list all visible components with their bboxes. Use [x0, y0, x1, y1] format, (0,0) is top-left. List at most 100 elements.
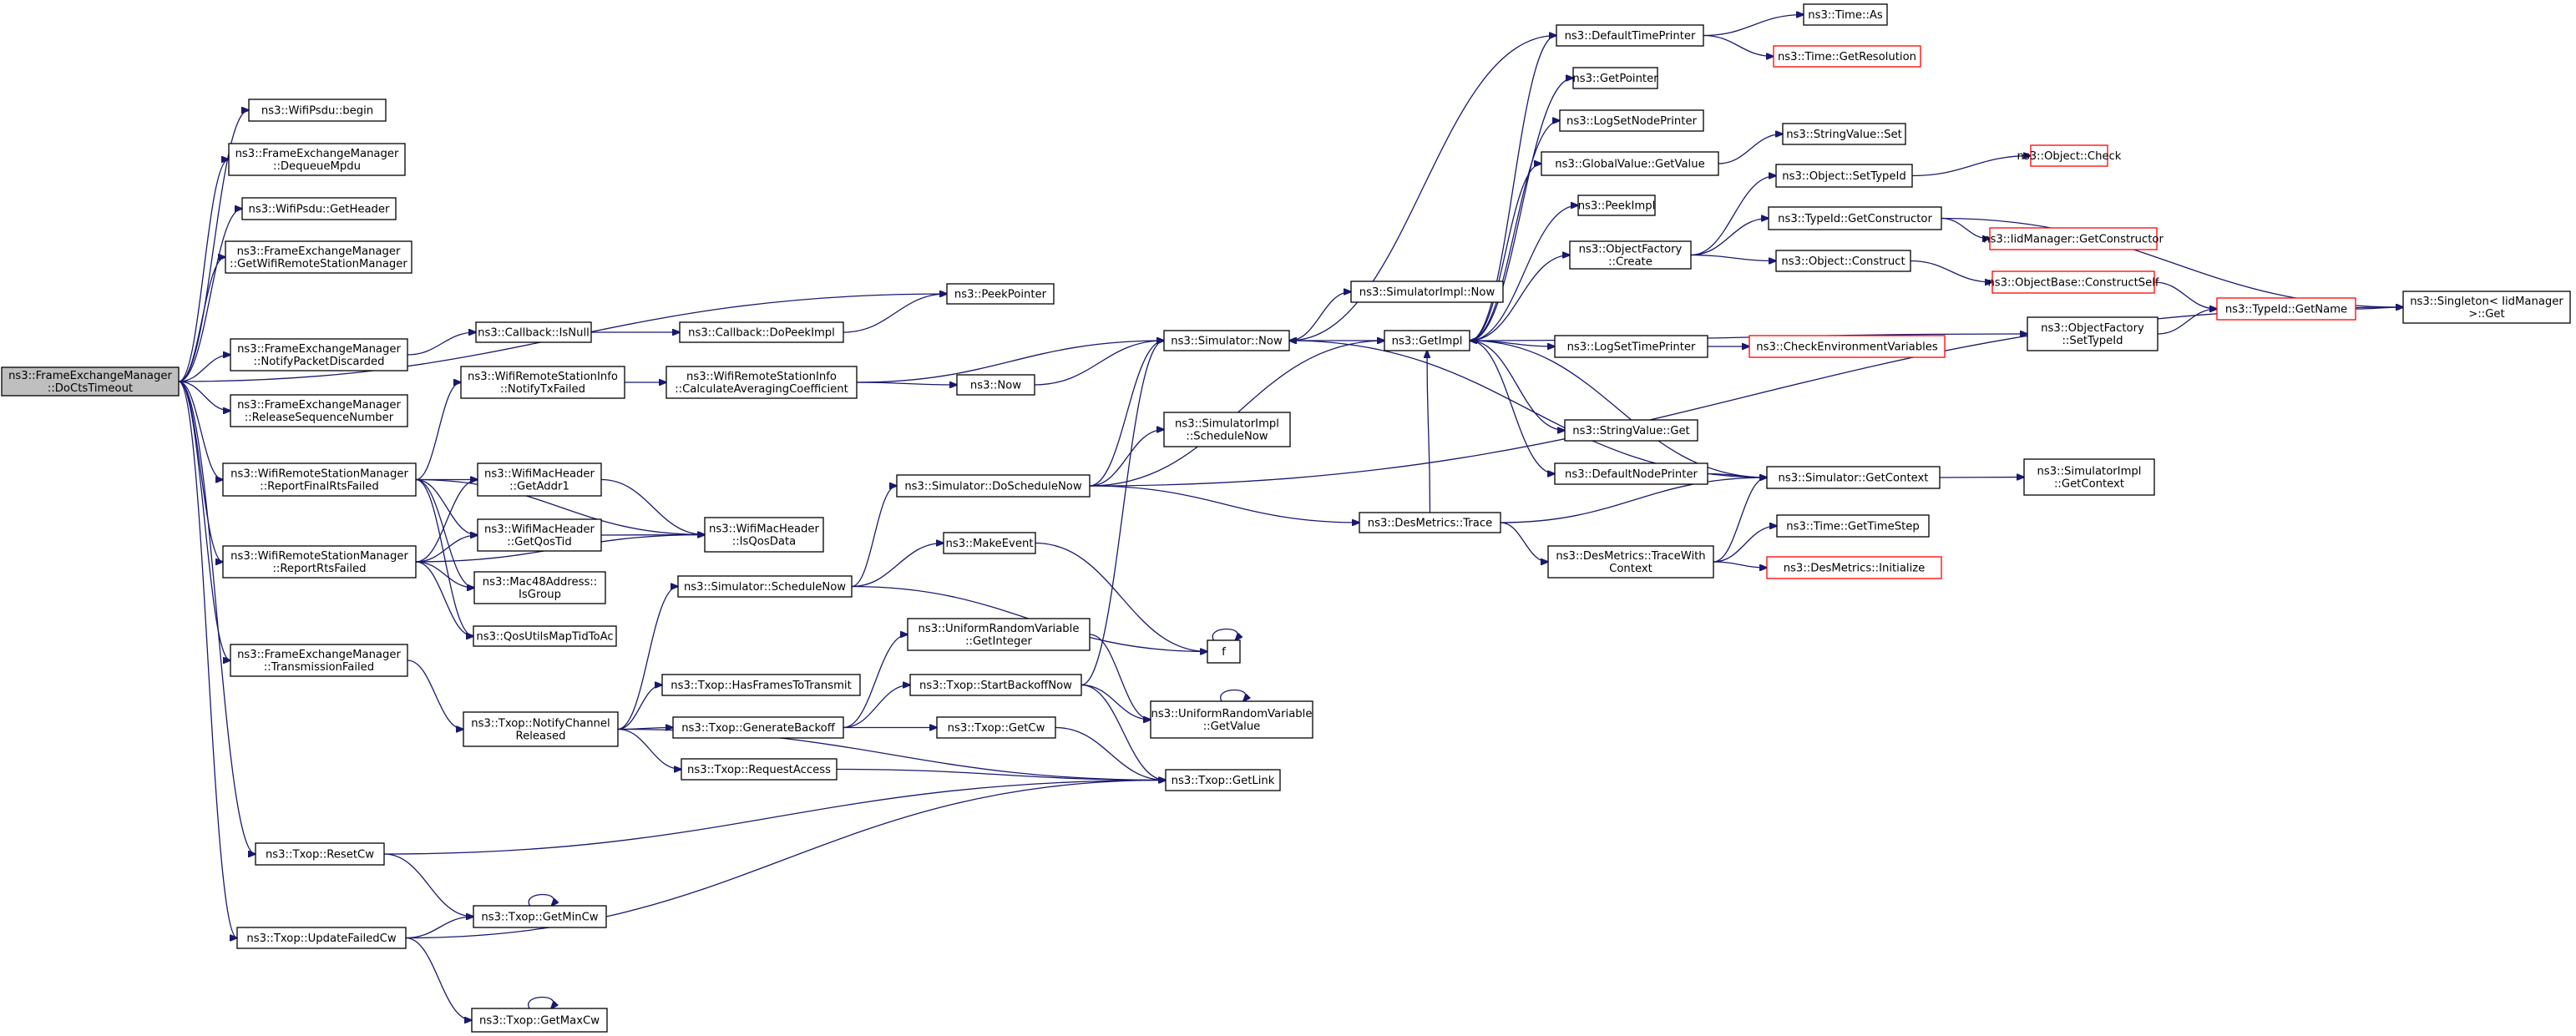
call-graph-node[interactable]: ns3::FrameExchangeManager::NotifyPacketD… [230, 338, 408, 371]
node-box [228, 143, 406, 176]
node-label: ::GetQosTid [507, 536, 571, 548]
call-graph-node[interactable]: ns3::Callback::DoPeekImpl [679, 321, 844, 343]
call-graph-node[interactable]: ns3::FrameExchangeManager::TransmissionF… [230, 644, 408, 677]
call-graph-node[interactable]: ns3::StringValue::Get [1564, 419, 1698, 442]
call-graph-node[interactable]: ns3::Txop::StartBackoffNow [909, 674, 1082, 696]
node-label: ns3::Time::GetResolution [1778, 51, 1916, 63]
call-graph-node[interactable]: ns3::WifiMacHeader::GetQosTid [477, 518, 602, 552]
node-label: IsGroup [519, 589, 561, 601]
call-graph-node[interactable]: ns3::PeekPointer [946, 283, 1055, 305]
call-graph-node[interactable]: ns3::FrameExchangeManager::GetWifiRemote… [225, 240, 412, 274]
call-graph-node[interactable]: ns3::DesMetrics::Initialize [1766, 556, 1942, 579]
node-box [909, 674, 1082, 696]
call-graph-node[interactable]: ns3::Txop::ResetCw [255, 842, 385, 866]
node-label: ::ReportFinalRtsFailed [260, 481, 378, 493]
call-edge [405, 781, 1166, 939]
call-graph-node[interactable]: ns3::Mac48Address::IsGroup [473, 571, 606, 604]
node-box [946, 283, 1055, 305]
call-graph-node[interactable]: ns3::Simulator::DoScheduleNow [896, 474, 1091, 498]
call-graph-node[interactable]: ns3::Time::GetTimeStep [1776, 514, 1930, 538]
call-graph-node[interactable]: ns3::Txop::GetLink [1165, 769, 1281, 791]
node-label: ns3::WifiRemoteStationManager [230, 468, 408, 481]
call-graph-node[interactable]: ns3::Txop::GetMaxCw [471, 1008, 608, 1033]
call-graph-node[interactable]: ns3::Object::Construct [1775, 250, 1911, 272]
call-graph-node[interactable]: ns3::MakeEvent [943, 532, 1036, 554]
node-label: ns3::Txop::ResetCw [266, 849, 374, 862]
call-graph-node[interactable]: ns3::Time::As [1803, 3, 1888, 26]
node-label: ns3::Object::Check [2017, 150, 2122, 163]
call-graph-node[interactable]: ns3::WifiMacHeader::GetAddr1 [477, 462, 602, 497]
call-graph-node[interactable]: ns3::WifiMacHeader::IsQosData [704, 517, 824, 553]
call-graph-node[interactable]: ns3::ObjectFactory::Create [1569, 240, 1692, 270]
call-graph-node[interactable]: ns3::Time::GetResolution [1773, 45, 1921, 68]
node-label: ns3::Txop::GenerateBackoff [681, 722, 835, 735]
call-edge [415, 382, 461, 481]
call-graph-node[interactable]: ns3::WifiRemoteStationInfo::CalculateAve… [666, 366, 858, 399]
call-graph-node[interactable]: ns3::StringValue::Set [1782, 123, 1906, 145]
call-graph-node[interactable]: ns3::ObjectBase::ConstructSelf [1987, 270, 2159, 294]
node-label: ns3::LogSetNodePrinter [1566, 115, 1698, 128]
call-graph-node[interactable]: ns3::Simulator::GetContext [1766, 466, 1941, 489]
call-graph-node[interactable]: ns3::Object::SetTypeId [1775, 164, 1913, 188]
call-graph-node[interactable]: ns3::Txop::GetCw [936, 716, 1056, 739]
call-graph-node[interactable]: ns3::Singleton< IidManager>::Get [2402, 291, 2571, 324]
node-label: ns3::DesMetrics::TraceWith [1556, 550, 1705, 563]
node-label: ns3::Time::GetTimeStep [1786, 521, 1919, 533]
node-box [230, 338, 408, 371]
call-graph-node[interactable]: ns3::GetPointer [1572, 67, 1658, 89]
call-edge [1911, 156, 2031, 177]
call-graph-node[interactable]: ns3::FrameExchangeManager::ReleaseSequen… [230, 394, 408, 427]
call-graph-node[interactable]: ns3::Txop::HasFramesToTransmit [661, 674, 861, 696]
call-graph-node[interactable]: ns3::SimulatorImpl::Now [1350, 280, 1504, 303]
call-graph-node[interactable]: f [1207, 639, 1241, 664]
call-graph-node[interactable]: ns3::DefaultTimePrinter [1556, 24, 1704, 47]
call-edge [1469, 78, 1573, 341]
call-edge [843, 294, 947, 333]
call-graph-node[interactable]: ns3::GetImpl [1384, 330, 1470, 351]
call-graph-node[interactable]: ns3::QosUtilsMapTidToAc [473, 625, 617, 647]
call-graph-node[interactable]: ns3::Txop::UpdateFailedCw [236, 927, 407, 949]
call-graph-node[interactable]: ns3::WifiPsdu::GetHeader [241, 197, 397, 220]
node-box [1350, 280, 1504, 303]
call-edge [851, 486, 897, 588]
node-box [248, 99, 387, 122]
call-graph-node[interactable]: ns3::IidManager::GetConstructor [1983, 227, 2164, 250]
call-graph-node[interactable]: ns3::Txop::GenerateBackoff [672, 716, 844, 739]
call-graph-node[interactable]: ns3::UniformRandomVariable::GetInteger [907, 618, 1091, 651]
node-box [2030, 144, 2108, 167]
call-graph-node[interactable]: ns3::Simulator::ScheduleNow [677, 575, 853, 598]
call-edge [528, 996, 554, 1009]
call-graph-node[interactable]: ns3::WifiRemoteStationManager::ReportFin… [222, 462, 417, 497]
call-graph-node[interactable]: ns3::Object::Check [2017, 144, 2122, 167]
call-graph-node[interactable]: ns3::DefaultNodePrinter [1554, 462, 1708, 485]
call-graph-node[interactable]: ns3::WifiRemoteStationInfo::NotifyTxFail… [460, 366, 625, 399]
call-graph-node[interactable]: ns3::GlobalValue::GetValue [1541, 151, 1719, 176]
call-graph-node[interactable]: ns3::TypeId::GetName [2216, 297, 2356, 321]
call-graph-node[interactable]: ns3::Txop::GetMinCw [473, 905, 607, 928]
call-graph-node[interactable]: ns3::Simulator::Now [1163, 330, 1290, 351]
node-box [943, 532, 1036, 554]
call-graph-node[interactable]: ns3::DesMetrics::Trace [1359, 512, 1501, 533]
call-graph-node[interactable]: ns3::TypeId::GetConstructor [1768, 206, 1942, 230]
node-label: ns3::WifiPsdu::GetHeader [249, 204, 391, 216]
call-graph-node[interactable]: ns3::CheckEnvironmentVariables [1749, 335, 1946, 358]
call-graph-node[interactable]: ns3::LogSetNodePrinter [1559, 109, 1704, 132]
call-graph-node[interactable]: ns3::LogSetTimePrinter [1554, 335, 1708, 358]
call-graph-node[interactable]: ns3::UniformRandomVariable::GetValue [1150, 700, 1313, 739]
call-edge [843, 685, 910, 729]
call-graph-node[interactable]: ns3::WifiRemoteStationManager::ReportRts… [222, 545, 417, 579]
call-graph-node[interactable]: ns3::Txop::RequestAccess [681, 758, 838, 781]
call-graph-node[interactable]: ns3::FrameExchangeManager::DequeueMpdu [228, 143, 406, 176]
node-label: ns3::Simulator::ScheduleNow [684, 581, 846, 594]
call-graph-node[interactable]: ns3::PeekImpl [1577, 195, 1656, 216]
call-graph-node[interactable]: ns3::Now [956, 374, 1035, 396]
node-box [222, 545, 417, 579]
call-graph-node[interactable]: ns3::ObjectFactory::SetTypeId [2027, 316, 2158, 351]
call-graph-node[interactable]: ns3::SimulatorImpl::ScheduleNow [1163, 412, 1291, 447]
call-graph-node[interactable]: ns3::Callback::IsNull [475, 321, 592, 343]
call-graph-node[interactable]: ns3::SimulatorImpl::GetContext [2023, 458, 2155, 496]
call-graph-node[interactable]: ns3::WifiPsdu::begin [248, 99, 387, 122]
call-edge [1469, 205, 1578, 341]
